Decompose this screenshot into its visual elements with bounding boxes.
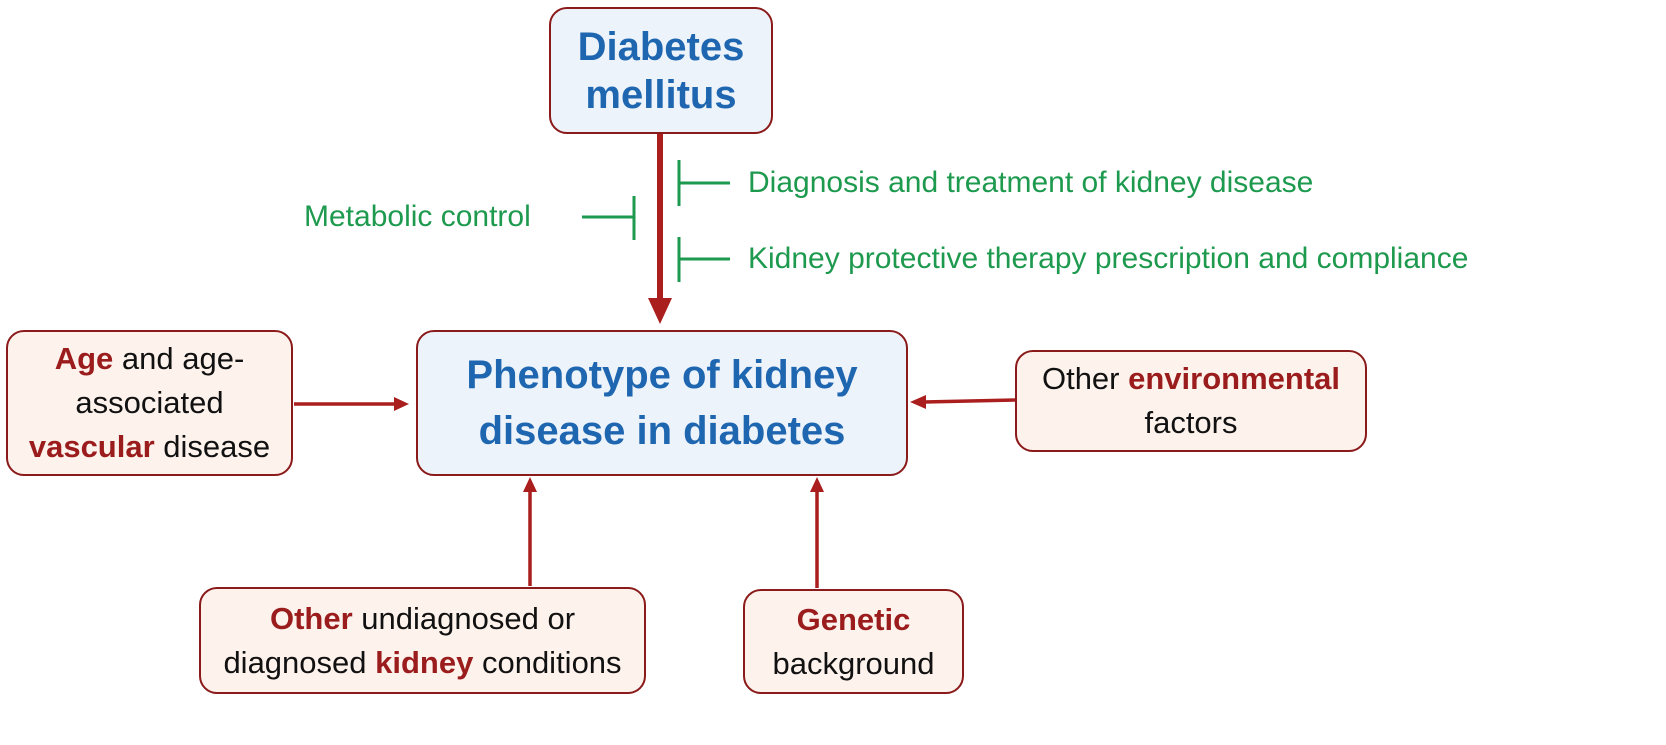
- environmental-factor-box: Other environmental factors: [1015, 350, 1367, 452]
- genetic-line2: background: [772, 645, 935, 681]
- label-kidney-protective: Kidney protective therapy prescription a…: [748, 242, 1469, 275]
- age-factor-box: Age and age- associated vascular disease: [6, 330, 293, 476]
- arrowhead-environment: [910, 395, 926, 409]
- arrow-environment-to-phenotype: [923, 398, 1016, 404]
- arrowhead-age: [394, 397, 409, 411]
- phenotype-title-line1: Phenotype of kidney: [466, 353, 858, 397]
- environmental-factor-text: Other environmental factors: [1042, 357, 1340, 445]
- diabetes-title-line1: Diabetes: [577, 24, 745, 69]
- label-metabolic-control: Metabolic control: [304, 200, 531, 233]
- diabetes-box: Diabetes mellitus: [549, 7, 773, 134]
- vascular-highlight: vascular: [28, 429, 155, 464]
- kidney-line1-rest: undiagnosed or: [352, 600, 576, 636]
- genetic-highlight: Genetic: [796, 601, 911, 637]
- phenotype-title-line2: disease in diabetes: [478, 409, 846, 453]
- kidney-conditions-text: Other undiagnosed or diagnosed kidney co…: [223, 597, 621, 685]
- environmental-line1-pre: Other: [1041, 361, 1129, 396]
- other-highlight: Other: [269, 600, 353, 636]
- age-highlight: Age: [54, 341, 114, 376]
- kidney-line2-pre: diagnosed: [223, 644, 376, 680]
- age-factor-text: Age and age- associated vascular disease: [29, 337, 270, 469]
- environmental-highlight: environmental: [1128, 361, 1341, 396]
- arrowhead-kidney: [523, 477, 537, 492]
- arrowhead-genetic: [810, 477, 824, 492]
- age-line3-rest: disease: [154, 429, 271, 464]
- kidney-highlight: kidney: [375, 644, 474, 680]
- phenotype-title: Phenotype of kidney disease in diabetes: [466, 347, 857, 459]
- phenotype-box: Phenotype of kidney disease in diabetes: [416, 330, 908, 476]
- age-line1-rest: and age-: [113, 341, 245, 376]
- label-diagnosis-treatment: Diagnosis and treatment of kidney diseas…: [748, 166, 1314, 199]
- kidney-line2-rest: conditions: [473, 644, 622, 680]
- kidney-conditions-box: Other undiagnosed or diagnosed kidney co…: [199, 587, 646, 694]
- genetic-factor-box: Genetic background: [743, 589, 964, 694]
- age-line2: associated: [75, 385, 224, 420]
- genetic-factor-text: Genetic background: [772, 598, 934, 686]
- diabetes-title: Diabetes mellitus: [578, 23, 745, 119]
- environmental-line2: factors: [1144, 405, 1238, 440]
- diabetes-title-line2: mellitus: [585, 72, 737, 117]
- arrowhead-diabetes: [648, 298, 672, 324]
